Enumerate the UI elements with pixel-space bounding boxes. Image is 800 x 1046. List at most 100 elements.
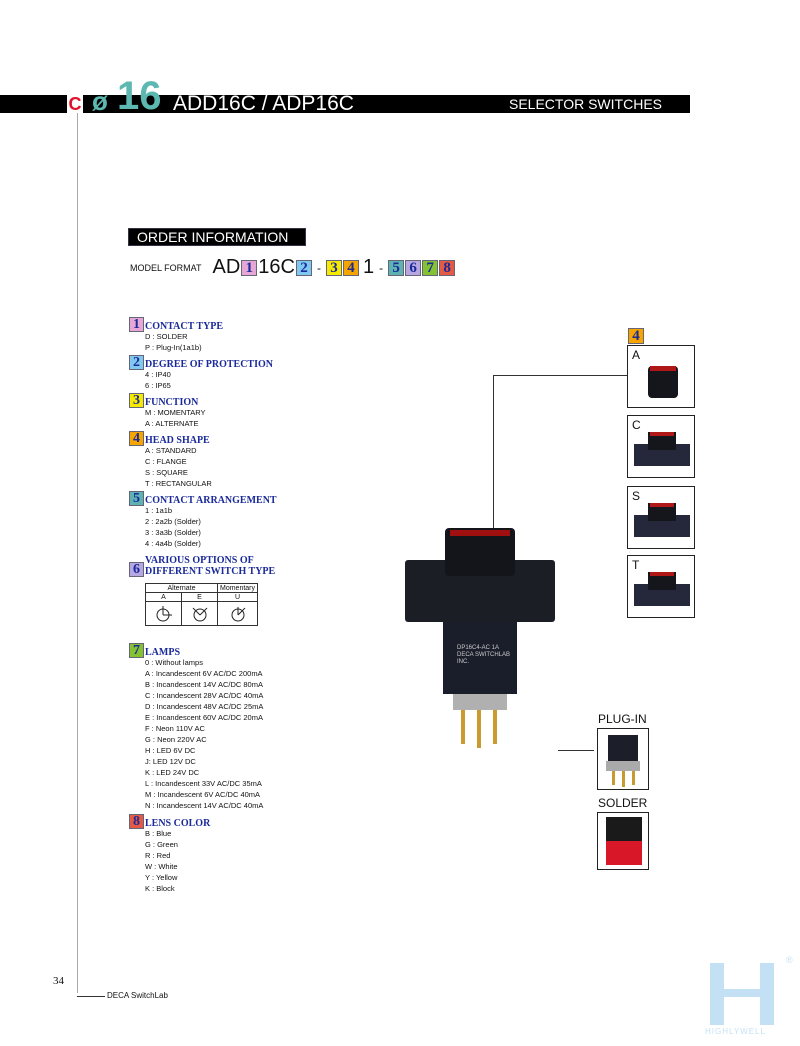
section-title: LAMPS (145, 647, 180, 658)
option-item: B : Blue (145, 829, 172, 838)
badge-4-head: 4 (628, 328, 644, 344)
option-item: J: LED 12V DC (145, 757, 196, 766)
option-item: G : Neon 220V AC (145, 735, 207, 744)
section-title: CONTACT TYPE (145, 321, 224, 332)
switch-diagram-e-icon (192, 607, 207, 621)
switch-diagram-a-icon (156, 605, 172, 621)
badge-5: 5 (388, 259, 405, 276)
size-number: 16 (117, 74, 162, 118)
product-label: DP16C4-AC 1A DECA SWITCHLAB INC. (457, 645, 511, 665)
section-title-line: VARIOUS OPTIONS OF (145, 555, 254, 566)
section-badge: 3 (129, 393, 144, 408)
badge-8: 8 (439, 259, 456, 276)
option-item: 0 : Without lamps (145, 658, 203, 667)
option-item: M : Incandescent 6V AC/DC 40mA (145, 790, 261, 799)
head-shape-s: S (627, 486, 695, 549)
option-item: T : RECTANGULAR (145, 479, 212, 488)
badge-2: 2 (296, 259, 312, 276)
solder-image (597, 812, 649, 870)
page-number: 34 (53, 975, 64, 987)
option-item: F : Neon 110V AC (145, 724, 205, 733)
option-item: C : Incandescent 28V AC/DC 40mA (145, 691, 264, 700)
option-item: N : Incandescent 14V AC/DC 40mA (145, 801, 264, 810)
option-item: D : SOLDER (145, 332, 188, 341)
leader-line (558, 750, 594, 751)
option-item: L : Incandescent 33V AC/DC 35mA (145, 779, 262, 788)
option-item: B : Incandescent 14V AC/DC 80mA (145, 680, 263, 689)
col-a: A (145, 592, 182, 602)
section-badge: 8 (129, 814, 144, 829)
option-item: A : STANDARD (145, 446, 197, 455)
head-shape-c: C (627, 415, 695, 478)
badge-1: 1 (241, 259, 258, 276)
option-item: 6 : IP65 (145, 381, 171, 390)
plug-in-image (597, 728, 649, 790)
option-item: H : LED 6V DC (145, 746, 196, 755)
section-title: DEGREE OF PROTECTION (145, 359, 273, 370)
head-shape-t: T (627, 555, 695, 618)
head-shape-label: S (632, 489, 641, 503)
section-title: LENS COLOR (145, 818, 211, 829)
option-item: P : Plug-In(1a1b) (145, 343, 202, 352)
option-item: K : Block (145, 884, 175, 893)
diameter-symbol: ø (92, 86, 108, 116)
option-item: R : Red (145, 851, 171, 860)
option-item: M : MOMENTARY (145, 408, 206, 417)
badge-3: 3 (326, 259, 342, 276)
switch-diagram-u-icon (231, 606, 245, 621)
option-item: 3 : 3a3b (Solder) (145, 528, 201, 537)
col-u: U (216, 592, 259, 602)
option-item: C : FLANGE (145, 457, 187, 466)
section-title-line: DIFFERENT SWITCH TYPE (145, 566, 276, 577)
category-mark: C (67, 94, 83, 114)
plug-in-label: PLUG-IN (598, 712, 647, 726)
watermark-logo: HIGHLYWELL ® (700, 955, 793, 1040)
section-badge: 5 (129, 491, 144, 506)
part-prefix: AD (212, 256, 241, 278)
section-title: FUNCTION (145, 397, 199, 408)
dash: - (379, 260, 384, 275)
section-badge: 2 (129, 355, 144, 370)
option-item: K : LED 24V DC (145, 768, 200, 777)
head-shape-label: C (632, 418, 641, 432)
category-title: SELECTOR SWITCHES (509, 96, 662, 112)
section-badge: 4 (129, 431, 144, 446)
part-1: 1 (363, 256, 375, 278)
badge-7: 7 (422, 259, 439, 276)
footer-brand: DECA SwitchLab (107, 991, 168, 1000)
option-item: S : SQUARE (145, 468, 188, 477)
col-e: E (181, 592, 218, 602)
option-item: 4 : IP40 (145, 370, 171, 379)
section-badge: 7 (129, 643, 144, 658)
section-title: CONTACT ARRANGEMENT (145, 495, 277, 506)
head-shape-label: T (632, 558, 640, 572)
badge-6: 6 (405, 259, 422, 276)
option-item: 2 : 2a2b (Solder) (145, 517, 201, 526)
head-shape-label: A (632, 348, 641, 362)
leader-line (493, 375, 627, 376)
order-info-heading: ORDER INFORMATION (128, 228, 306, 246)
solder-label: SOLDER (598, 796, 648, 810)
watermark-text: HIGHLYWELL (705, 1027, 766, 1036)
section-badge: 6 (129, 562, 144, 577)
model-format-label: MODEL FORMAT (130, 262, 202, 273)
option-item: Y : Yellow (145, 873, 178, 882)
head-shape-a: A (627, 345, 695, 408)
group-alternate: Alternate (145, 583, 218, 593)
page-title: ADD16C / ADP16C (173, 92, 354, 115)
option-item: G : Green (145, 840, 178, 849)
option-item: E : Incandescent 60V AC/DC 20mA (145, 713, 263, 722)
option-item: A : ALTERNATE (145, 419, 199, 428)
model-format: MODEL FORMAT AD 1 16C 2 - 3 4 1 - 5 6 7 … (130, 256, 456, 279)
group-momentary: Momentary (216, 583, 259, 593)
switch-product-image: DP16C4-AC 1A DECA SWITCHLAB INC. (405, 520, 555, 750)
